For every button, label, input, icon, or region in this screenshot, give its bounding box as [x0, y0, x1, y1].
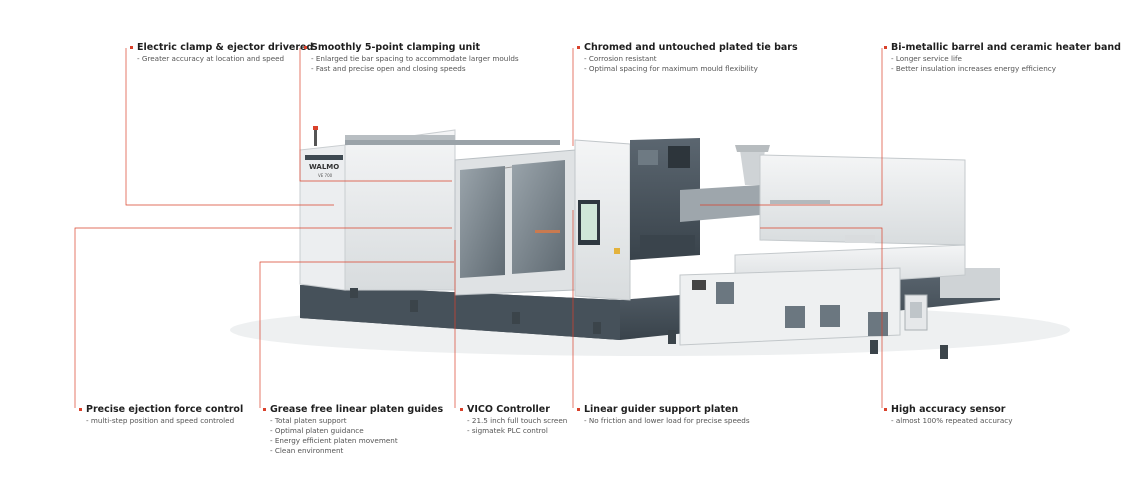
callout-bullet-marker — [304, 46, 307, 49]
callout-bullet: - No friction and lower load for precise… — [584, 416, 750, 425]
callout-bullet-marker — [884, 408, 887, 411]
machine-model-label: VE 700 — [318, 173, 333, 178]
callout-clamp: Electric clamp & ejector drivered - Grea… — [130, 42, 314, 64]
callout-vico: VICO Controller - 21.5 inch full touch s… — [460, 404, 568, 436]
callout-bullet: - Energy efficient platen movement — [270, 436, 398, 445]
callout-bullet: - 21.5 inch full touch screen — [467, 416, 568, 425]
leader-sensor — [760, 227, 883, 408]
electrical-cabinet — [679, 267, 928, 346]
leader-barrel — [700, 48, 883, 206]
callout-linear: Linear guider support platen - No fricti… — [577, 404, 750, 426]
callout-bullet: - sigmatek PLC control — [467, 426, 548, 435]
callout-title: Bi-metallic barrel and ceramic heater ba… — [891, 42, 1121, 53]
callout-title: VICO Controller — [467, 404, 550, 415]
callout-title: Chromed and untouched plated tie bars — [584, 42, 798, 53]
callout-bullet: - Optimal platen guidance — [270, 426, 364, 435]
leader-grease — [259, 261, 454, 408]
callout-bullet-marker — [577, 46, 580, 49]
callout-bullet-marker — [79, 408, 82, 411]
callout-bullet: - Fast and precise open and closing spee… — [311, 64, 466, 73]
callout-bullet: - Corrosion resistant — [584, 54, 657, 63]
callout-title: Linear guider support platen — [584, 404, 739, 415]
callout-bullet: - multi-step position and speed controle… — [86, 416, 235, 425]
callout-bullet: - Total platen support — [270, 416, 347, 425]
leader-eject — [74, 227, 452, 408]
callout-bullet: - Greater accuracy at location and speed — [137, 54, 285, 63]
barrel-assembly — [680, 145, 770, 222]
machine-feet — [350, 288, 948, 359]
callout-bullet-marker — [884, 46, 887, 49]
callout-sensor: High accuracy sensor - almost 100% repea… — [884, 404, 1013, 426]
callout-bullet: - Optimal spacing for maximum mould flex… — [584, 64, 758, 73]
callout-bullet-marker — [263, 408, 266, 411]
callout-barrel: Bi-metallic barrel and ceramic heater ba… — [884, 42, 1121, 74]
callout-title: Smoothly 5-point clamping unit — [311, 42, 481, 53]
controller-column — [574, 139, 631, 301]
callout-leader-lines — [74, 48, 883, 408]
callout-bullet: - almost 100% repeated accuracy — [891, 416, 1013, 425]
callout-title: Grease free linear platen guides — [270, 404, 444, 415]
injection-platen — [630, 138, 700, 260]
safety-door — [454, 149, 576, 296]
callout-grease: Grease free linear platen guides - Total… — [263, 404, 444, 456]
callout-bullet-marker — [460, 408, 463, 411]
machine-brand-logo: WALMO — [309, 163, 339, 171]
callout-title: High accuracy sensor — [891, 404, 1006, 415]
callout-bullet: - Longer service life — [891, 54, 962, 63]
callout-bullet: - Enlarged tie bar spacing to accommodat… — [311, 54, 519, 63]
callout-title: Precise ejection force control — [86, 404, 244, 415]
callout-bullet-marker — [130, 46, 133, 49]
callout-bullet: - Better insulation increases energy eff… — [891, 64, 1056, 73]
callout-fivept: Smoothly 5-point clamping unit - Enlarge… — [304, 42, 519, 74]
callout-tiebars: Chromed and untouched plated tie bars - … — [577, 42, 798, 74]
callout-bullet-marker — [577, 408, 580, 411]
callout-bullet: - Clean environment — [270, 446, 344, 455]
callout-eject: Precise ejection force control - multi-s… — [79, 404, 244, 426]
callout-title: Electric clamp & ejector drivered — [137, 42, 314, 53]
leader-fivept — [299, 48, 452, 182]
leader-clamp — [125, 48, 334, 206]
